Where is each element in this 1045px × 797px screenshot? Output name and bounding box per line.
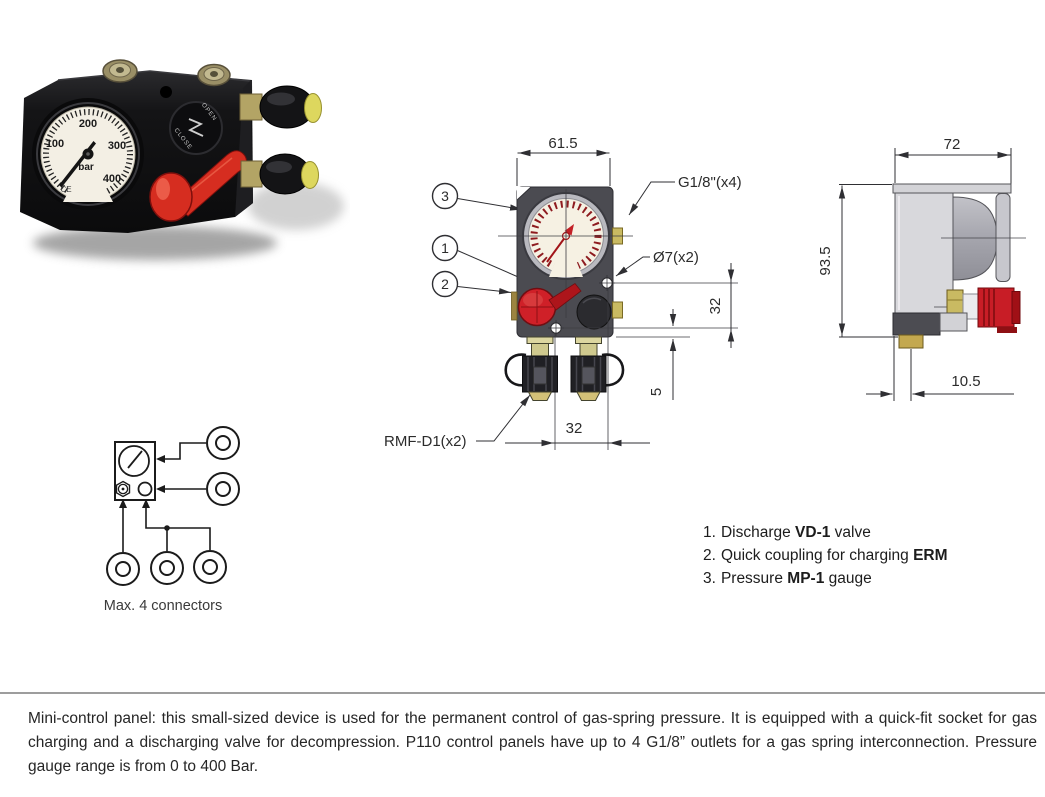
photo-red-charging-cap: [149, 150, 247, 222]
legend-list: 1.Discharge VD-1 valve 2.Quick coupling …: [703, 521, 948, 590]
gas-spring-symbol: [150, 551, 184, 585]
front-discharge-valve-knob: [576, 294, 612, 330]
schematic-port-arrows: [119, 455, 165, 508]
photo-mount-hole: [160, 86, 172, 98]
gauge-unit-label: bar: [78, 162, 94, 173]
rmf-connector-left: [504, 336, 558, 401]
gauge-label-400: 400: [103, 173, 121, 185]
knob-zigzag-icon: [187, 118, 204, 137]
legend-2-number: 2.: [703, 547, 716, 564]
schematic-gas-springs: [106, 426, 240, 586]
photo-quick-coupling-bottom: [240, 153, 319, 195]
schematic-junction-dot: [164, 525, 170, 531]
pneumatic-schematic: Max. 4 connectors: [104, 426, 240, 614]
gauge-label-300: 300: [108, 140, 126, 152]
legend-3-suffix: gauge: [824, 570, 872, 587]
dim-width-value: 61.5: [548, 135, 577, 152]
rmf-connector-right: [570, 336, 625, 401]
photo-quick-coupling-top: [239, 85, 322, 129]
front-gauge-needle: [546, 235, 567, 263]
port-label-text: G1/8"(x4): [678, 174, 742, 191]
side-body: [892, 183, 1026, 314]
dim-port-offset-value: 10.5: [951, 373, 980, 390]
side-gauge-bezel: [995, 193, 1011, 282]
dim-holes-horizontal-value: 32: [566, 420, 583, 437]
divider-line: [0, 692, 1045, 694]
dim-holes-vertical-32: 32: [707, 263, 735, 348]
gas-spring-symbol: [206, 472, 240, 506]
right-port-fitting-lower: [612, 301, 623, 319]
photo-pressure-gauge: 100 200 300 400 bar CE: [32, 98, 144, 210]
product-photo: 100 200 300 400 bar CE OPEN CLOSE: [20, 59, 344, 260]
side-view-drawing: 72: [817, 136, 1026, 401]
label-rmf-connectors: RMF-D1(x2): [384, 394, 531, 450]
dim-extension-lines: [554, 282, 738, 450]
legend-1-suffix: valve: [830, 524, 871, 541]
legend-item-3: 3.Pressure MP-1 gauge: [703, 567, 948, 590]
gauge-label-100: 100: [46, 138, 64, 150]
legend-item-1: 1.Discharge VD-1 valve: [703, 521, 948, 544]
legend-3-model: MP-1: [787, 570, 825, 587]
product-description: Mini-control panel: this small-sized dev…: [28, 710, 1037, 775]
callout-3-gauge: 3: [431, 182, 523, 211]
dim-port-offset-10-5: 10.5: [866, 336, 1014, 401]
callout-1-label: 1: [441, 240, 449, 256]
legend-2-model: ERM: [913, 547, 948, 564]
side-bottom-block: [892, 312, 968, 349]
left-port-fitting: [511, 291, 518, 321]
front-charging-coupling-red: [517, 287, 557, 327]
callout-2-quick-coupling: 2: [431, 270, 512, 298]
dim-depth-72: 72: [894, 136, 1012, 191]
photo-top-plug: [102, 59, 138, 83]
schematic-lines: [122, 442, 211, 552]
label-holes-d7: Ø7(x2): [615, 249, 699, 277]
front-valve-lever: [548, 282, 582, 311]
legend-item-2: 2.Quick coupling for charging ERM: [703, 544, 948, 567]
gas-spring-symbol: [193, 550, 227, 584]
photo-shadow: [33, 182, 344, 260]
dim-holes-vertical-value: 32: [707, 298, 724, 315]
callout-3-label: 3: [441, 188, 449, 204]
callout-2-label: 2: [441, 276, 449, 292]
schematic-charging-port-symbol: [115, 480, 131, 498]
gas-spring-symbol: [206, 426, 240, 460]
schematic-valve-symbol: [137, 481, 153, 497]
legend-1-number: 1.: [703, 524, 716, 541]
legend-1-model: VD-1: [795, 524, 831, 541]
dim-depth-value: 72: [944, 136, 961, 153]
legend-2-text: Quick coupling for charging: [720, 547, 914, 564]
side-bottom-fitting: [898, 334, 924, 349]
gas-spring-symbol: [106, 552, 140, 586]
photo-top-plug-2: [197, 63, 231, 87]
schematic-control-unit: [114, 441, 165, 508]
schematic-caption: Max. 4 connectors: [104, 598, 222, 614]
legend-3-text: Pressure: [720, 570, 788, 587]
dim-holes-horizontal-32: 32: [505, 420, 650, 447]
side-gauge-dome: [952, 196, 998, 281]
dim-hole-to-edge-5: 5: [648, 309, 677, 400]
legend-1-text: Discharge: [720, 524, 796, 541]
mount-hole-upper: [599, 275, 615, 291]
legend-3-number: 3.: [703, 570, 716, 587]
front-view-drawing: 61.5 3 1 2: [384, 135, 742, 450]
dim-hole-to-edge-value: 5: [648, 388, 665, 396]
callout-1-discharge-valve: 1: [431, 234, 572, 301]
dim-height-value: 93.5: [817, 246, 834, 275]
label-ports-g18: G1/8"(x4): [628, 174, 742, 216]
connector-label-text: RMF-D1(x2): [384, 433, 467, 450]
dim-width-61-5: 61.5: [516, 135, 611, 186]
dim-height-93-5: 93.5: [817, 184, 898, 338]
photo-open-close-knob: OPEN CLOSE: [169, 101, 223, 155]
gauge-ce-mark: CE: [60, 185, 71, 194]
hole-label-text: Ø7(x2): [653, 249, 699, 266]
gauge-label-200: 200: [79, 118, 97, 130]
